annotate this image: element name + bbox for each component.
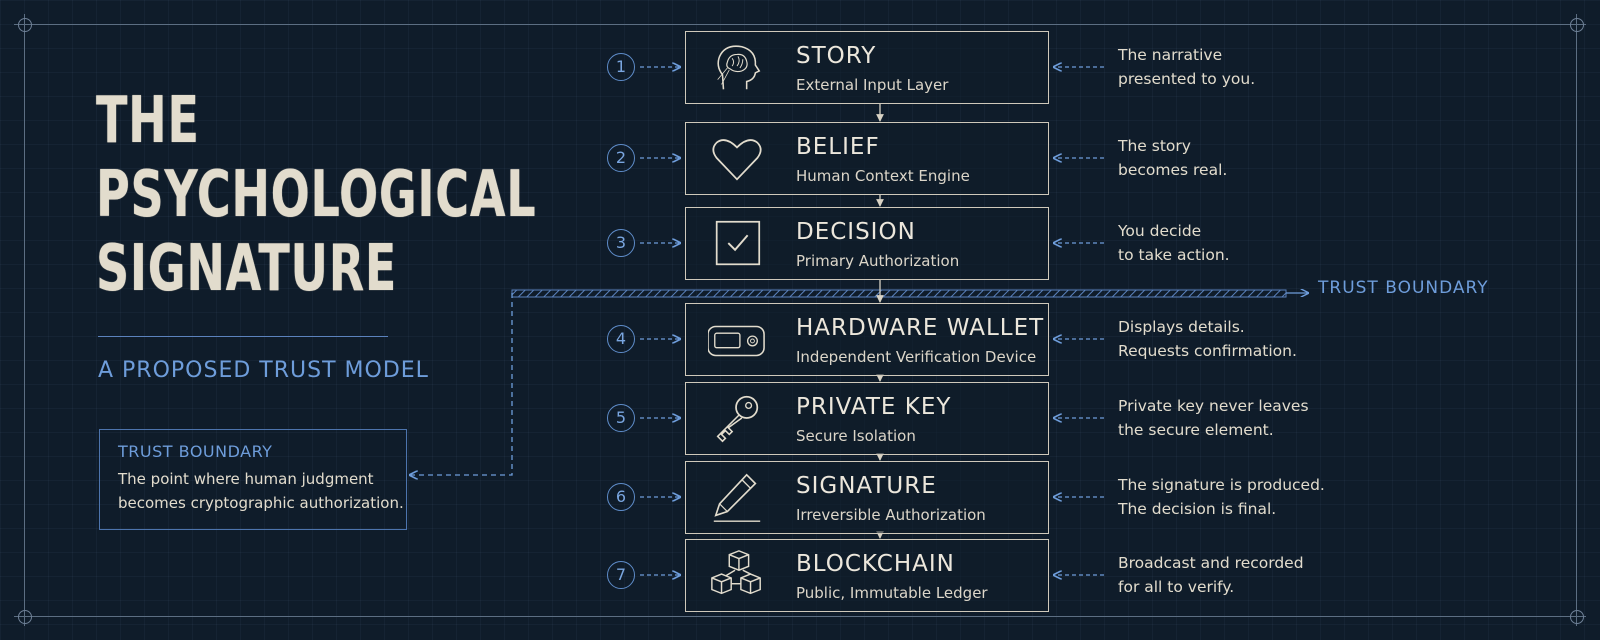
step-description: Broadcast and recorded for all to verify.: [1118, 551, 1304, 599]
title-divider: [98, 336, 388, 337]
description-line: presented to you.: [1118, 70, 1256, 88]
description-line: to take action.: [1118, 246, 1230, 264]
description-line: The narrative: [1118, 46, 1223, 64]
step-number-badge: 1: [607, 53, 635, 81]
step-description: You decide to take action.: [1118, 219, 1230, 267]
step-title: BELIEF: [796, 134, 880, 160]
trust-boundary-callout: TRUST BOUNDARY The point where human jud…: [99, 429, 407, 530]
hardware-wallet-icon: [707, 312, 766, 368]
frame-corner-mark: [1570, 610, 1584, 624]
callout-line: The point where human judgment: [118, 470, 374, 488]
step-card-belief: BELIEF Human Context Engine: [685, 122, 1049, 195]
frame-top: [14, 24, 1586, 25]
step-description: The story becomes real.: [1118, 134, 1227, 182]
description-line: the secure element.: [1118, 421, 1274, 439]
description-line: The signature is produced.: [1118, 476, 1325, 494]
frame-corner-mark: [1570, 18, 1584, 32]
title-line: SIGNATURE: [96, 232, 398, 306]
step-subtitle: External Input Layer: [796, 76, 949, 94]
description-line: Broadcast and recorded: [1118, 554, 1304, 572]
description-line: Displays details.: [1118, 318, 1245, 336]
step-subtitle: Secure Isolation: [796, 427, 916, 445]
description-line: Requests confirmation.: [1118, 342, 1297, 360]
description-line: becomes real.: [1118, 161, 1228, 179]
step-title: DECISION: [796, 219, 916, 245]
step-description: The narrative presented to you.: [1118, 43, 1255, 91]
frame-corner-mark: [18, 610, 32, 624]
description-line: for all to verify.: [1118, 578, 1235, 596]
callout-line: becomes cryptographic authorization.: [118, 494, 404, 512]
description-line: The decision is final.: [1118, 500, 1277, 518]
callout-text: The point where human judgment becomes c…: [118, 467, 406, 515]
checkbox-icon: [708, 216, 766, 272]
step-number-badge: 5: [607, 404, 635, 432]
step-card-story: STORY External Input Layer: [685, 31, 1049, 104]
description-line: Private key never leaves: [1118, 397, 1309, 415]
description-line: You decide: [1118, 222, 1202, 240]
step-subtitle: Independent Verification Device: [796, 348, 1037, 366]
step-number-badge: 6: [607, 483, 635, 511]
step-title: STORY: [796, 43, 877, 69]
step-number-badge: 2: [607, 144, 635, 172]
step-number-badge: 4: [607, 325, 635, 353]
step-card-signature: SIGNATURE Irreversible Authorization: [685, 461, 1049, 534]
blocks-icon: [708, 548, 766, 604]
step-number-badge: 7: [607, 561, 635, 589]
heart-icon: [708, 131, 766, 187]
step-card-blockchain: BLOCKCHAIN Public, Immutable Ledger: [685, 539, 1049, 612]
head-brain-icon: [708, 40, 766, 96]
step-description: The signature is produced. The decision i…: [1118, 473, 1325, 521]
step-title: BLOCKCHAIN: [796, 551, 955, 577]
trust-boundary-band: [511, 289, 1287, 298]
step-subtitle: Irreversible Authorization: [796, 506, 986, 524]
pen-icon: [708, 470, 766, 526]
step-card-decision: DECISION Primary Authorization: [685, 207, 1049, 280]
description-line: The story: [1118, 137, 1191, 155]
frame-corner-mark: [18, 18, 32, 32]
step-title: SIGNATURE: [796, 473, 937, 499]
callout-heading: TRUST BOUNDARY: [118, 442, 273, 461]
frame-right: [1576, 14, 1577, 626]
boundary-callout-connector: [410, 293, 513, 475]
step-description: Displays details. Requests confirmation.: [1118, 315, 1297, 363]
step-card-hardware-wallet: HARDWARE WALLET Independent Verification …: [685, 303, 1049, 376]
step-title: HARDWARE WALLET: [796, 315, 1045, 341]
page-subtitle: A PROPOSED TRUST MODEL: [98, 358, 429, 383]
step-subtitle: Human Context Engine: [796, 167, 970, 185]
step-subtitle: Primary Authorization: [796, 252, 960, 270]
step-number-badge: 3: [607, 229, 635, 257]
frame-bottom: [14, 616, 1586, 617]
trust-boundary-label: TRUST BOUNDARY: [1318, 278, 1489, 298]
frame-left: [24, 14, 25, 626]
title-line: THE: [96, 84, 200, 158]
step-title: PRIVATE KEY: [796, 394, 952, 420]
step-description: Private key never leaves the secure eleme…: [1118, 394, 1309, 442]
step-card-private-key: PRIVATE KEY Secure Isolation: [685, 382, 1049, 455]
step-subtitle: Public, Immutable Ledger: [796, 584, 988, 602]
side-connectors: [640, 67, 1104, 575]
key-icon: [708, 391, 766, 447]
